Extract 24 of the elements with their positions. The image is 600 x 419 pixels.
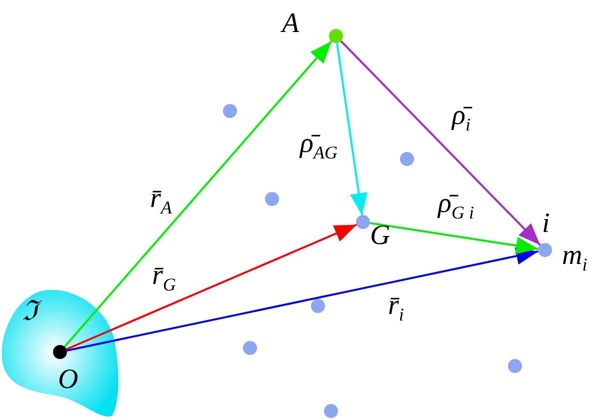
particle-dot	[265, 192, 279, 206]
particle-dot	[311, 299, 325, 313]
vector-arrow	[370, 222, 538, 254]
point-label: O	[58, 366, 78, 394]
point-label: i	[542, 210, 550, 238]
point-label: A	[282, 10, 300, 38]
vector-label: r̄$_{A}$	[150, 185, 172, 217]
vector-label: ρ̄$_{i}$	[452, 102, 470, 134]
vector-label: r̄$_{G}$	[152, 262, 176, 294]
vector-arrow	[66, 247, 538, 352]
vector-label: ρ̄$_{G i}$	[438, 190, 474, 222]
vector-label: r̄$_{i}$	[388, 292, 404, 324]
vector-label: ρ̄$_{AG}$	[300, 130, 338, 162]
mass-label: m$_{i}$	[562, 242, 588, 274]
particle-dot	[508, 359, 522, 373]
vector-arrow	[340, 40, 541, 246]
particle-dot	[400, 152, 414, 166]
particle-dot	[223, 104, 237, 118]
vector-arrow	[64, 40, 332, 348]
particle-dot	[243, 341, 257, 355]
particle-dot	[324, 404, 338, 418]
vector-arrow	[336, 42, 368, 216]
vector-arrow	[66, 224, 357, 350]
point-label: G	[370, 222, 390, 250]
